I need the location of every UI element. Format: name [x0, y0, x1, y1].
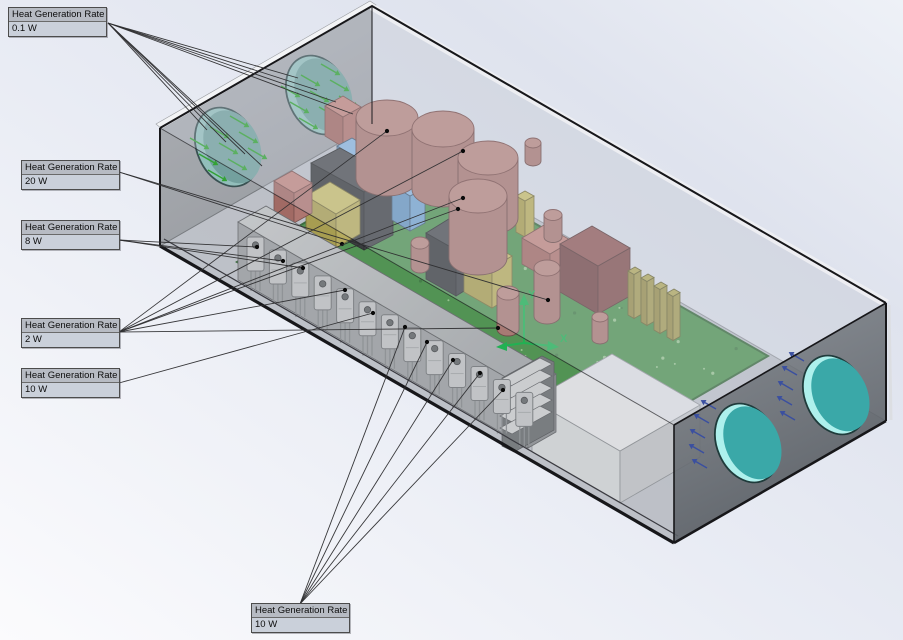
transistor — [380, 314, 399, 369]
transistor — [425, 340, 444, 395]
cap-med-1 — [533, 259, 561, 325]
callout-value: 10 W — [252, 618, 349, 632]
transistor-row — [246, 236, 534, 447]
heat-callout-heatsink[interactable]: Heat Generation Rate 8 W — [21, 220, 120, 250]
transistor — [403, 327, 422, 382]
heat-callout-fans[interactable]: Heat Generation Rate 0.1 W — [8, 7, 107, 37]
outlet-fans — [714, 354, 870, 484]
near-glass-panel — [160, 128, 674, 543]
transistor — [246, 236, 265, 291]
z-axis-arrow — [496, 342, 507, 351]
yellow-slat-4 — [666, 288, 681, 342]
callout-value: 8 W — [22, 235, 119, 249]
yellow-slat-1 — [627, 266, 642, 320]
heat-callout-capacitors[interactable]: Heat Generation Rate 2 W — [21, 318, 120, 348]
transistor — [492, 378, 511, 434]
callout-title: Heat Generation Rate — [9, 8, 106, 22]
leader-lines — [107, 22, 551, 605]
x-axis-arrow — [547, 341, 559, 351]
callout-value: 10 W — [22, 383, 119, 397]
fan — [714, 402, 782, 484]
heat-callout-transistors-bottom[interactable]: Heat Generation Rate 10 W — [251, 603, 350, 633]
callout-value: 0.1 W — [9, 22, 106, 36]
fan — [802, 354, 870, 436]
yellow-choke-1 — [305, 181, 361, 249]
callout-value: 2 W — [22, 333, 119, 347]
outlet-flow-arrows — [688, 352, 805, 469]
cap-big-4 — [448, 178, 508, 276]
yellow-slat-2 — [640, 273, 655, 327]
callout-title: Heat Generation Rate — [22, 369, 119, 383]
right-edge-highlight — [887, 304, 893, 421]
transistor — [291, 262, 310, 317]
transistor — [336, 288, 355, 343]
right-end-wall — [674, 303, 893, 543]
transistor — [515, 391, 534, 447]
cap-med-2 — [496, 285, 520, 337]
transistor — [358, 301, 377, 356]
x-axis-label: X — [560, 333, 568, 345]
cap-small-1 — [543, 209, 563, 243]
yellow-slat-3 — [653, 281, 668, 335]
top-glass-panel — [160, 6, 886, 425]
heat-callout-transistor-left[interactable]: Heat Generation Rate 10 W — [21, 368, 120, 398]
interior-assembly: Y X — [234, 95, 771, 504]
cap-small-2 — [410, 236, 430, 274]
callout-title: Heat Generation Rate — [22, 161, 119, 175]
callout-title: Heat Generation Rate — [252, 604, 349, 618]
heat-callout-transformers[interactable]: Heat Generation Rate 20 W — [21, 160, 120, 190]
callout-value: 20 W — [22, 175, 119, 189]
enclosure-edges — [159, 4, 887, 545]
wall-inner-edge — [163, 238, 679, 537]
maroon-transformer — [559, 225, 631, 315]
transistor — [313, 275, 332, 330]
cap-small-back — [524, 137, 542, 167]
callout-title: Heat Generation Rate — [22, 221, 119, 235]
cap-med-3 — [591, 311, 609, 345]
callout-title: Heat Generation Rate — [22, 319, 119, 333]
y-axis-arrow — [519, 294, 529, 305]
